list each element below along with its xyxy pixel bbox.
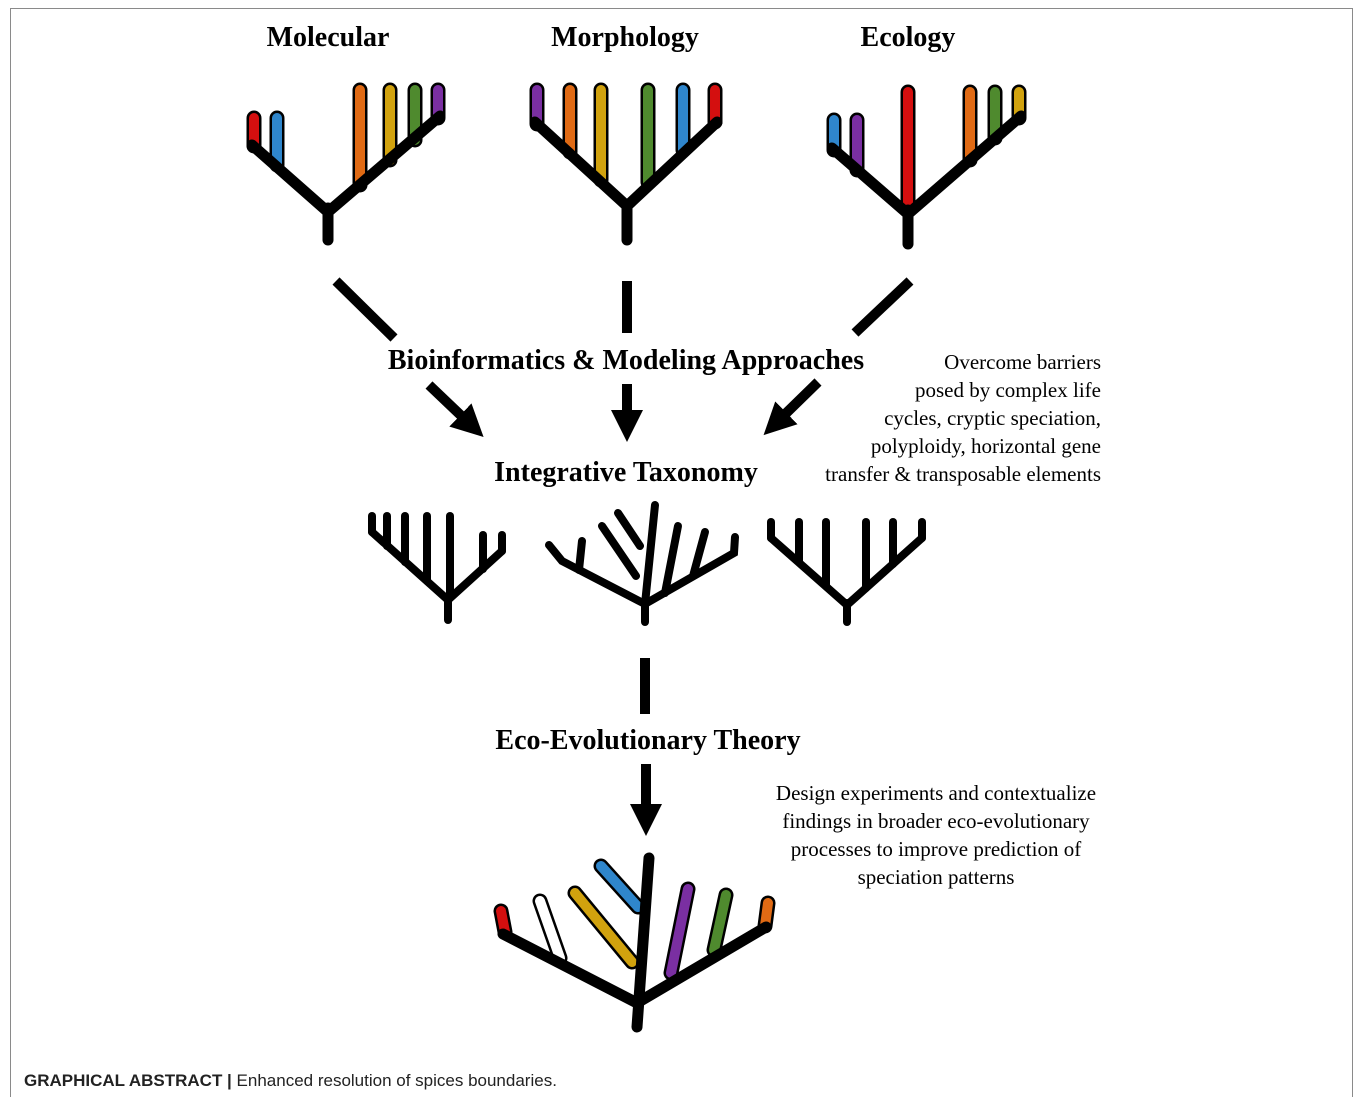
caption-text: Enhanced resolution of spices boundaries…	[231, 1071, 557, 1090]
molecular-tree	[246, 82, 446, 246]
arrow-molecular-lower-segment	[425, 381, 484, 438]
arrow-ecology-upper-segment	[851, 277, 914, 337]
arrow-molecular-upper-segment	[332, 277, 398, 342]
arrow-ecology-lower-segment	[763, 378, 822, 436]
note-barriers-line-4: polyploidy, horizontal gene	[871, 434, 1101, 458]
integrative-tree-middle	[545, 501, 739, 626]
heading-morphology: Morphology	[551, 22, 699, 53]
note-design-line-2: findings in broader eco-evolutionary	[782, 809, 1090, 833]
ecology-tree	[826, 84, 1027, 250]
resolved-species-tree	[493, 852, 776, 1033]
figure-frame	[10, 8, 1353, 1097]
heading-integrative-taxonomy: Integrative Taxonomy	[494, 457, 758, 488]
figure-caption: GRAPHICAL ABSTRACT | Enhanced resolution…	[24, 1071, 557, 1091]
converging-arrows	[332, 277, 914, 443]
caption-label: GRAPHICAL ABSTRACT |	[24, 1071, 232, 1090]
note-barriers-line-2: posed by complex life	[915, 378, 1101, 402]
heading-molecular: Molecular	[267, 22, 390, 53]
heading-eco-evolutionary: Eco-Evolutionary Theory	[495, 725, 800, 756]
note-design-line-3: processes to improve prediction of	[791, 837, 1081, 861]
note-design-line-1: Design experiments and contextualize	[776, 781, 1096, 805]
note-barriers-line-3: cycles, cryptic speciation,	[884, 406, 1101, 430]
heading-bioinformatics: Bioinformatics & Modeling Approaches	[388, 345, 864, 376]
integrative-tree-left	[368, 512, 506, 624]
morphology-tree	[529, 82, 723, 246]
note-design-line-4: speciation patterns	[858, 865, 1015, 889]
integrative-tree-right	[767, 518, 926, 626]
note-barriers-line-1: Overcome barriers	[944, 350, 1101, 374]
heading-ecology: Ecology	[861, 22, 956, 53]
note-barriers-line-5: transfer & transposable elements	[825, 462, 1101, 486]
